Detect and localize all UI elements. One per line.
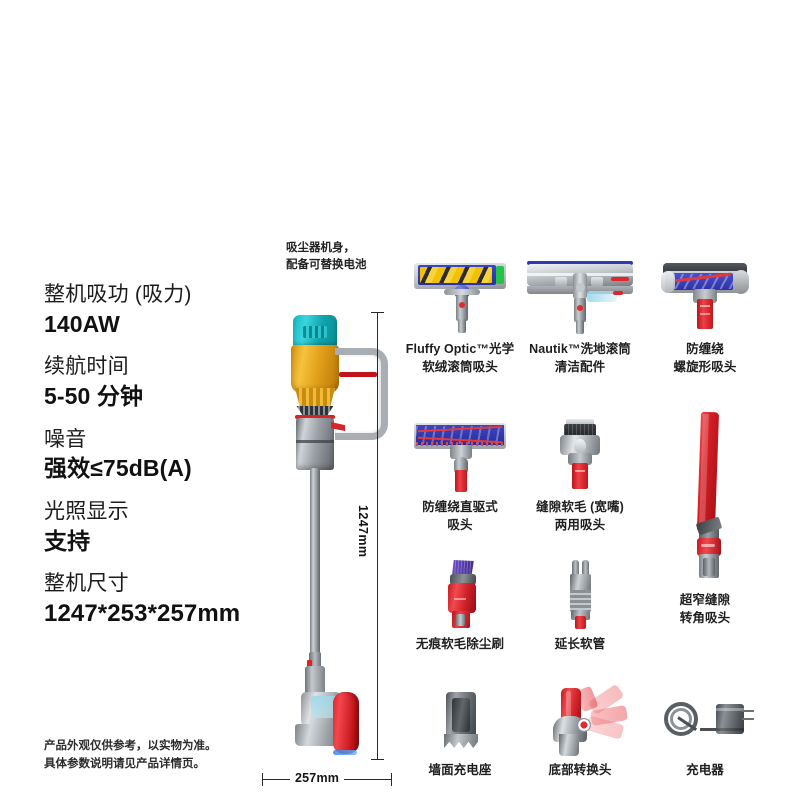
- vacuum-trigger: [331, 422, 345, 431]
- anti-tangle-spiral-icon: [655, 255, 755, 335]
- disclaimer-line-2: 具体参数说明请见产品详情页。: [44, 757, 205, 770]
- anti-tangle-direct-drive-icon: [410, 415, 510, 493]
- accessory-label-line-1: 充电器: [686, 763, 724, 777]
- vacuum-head-water-tank: [333, 692, 359, 754]
- bottom-adapter-icon: [525, 683, 635, 756]
- accessory-label-line-2: 螺旋形吸头: [673, 360, 737, 375]
- accessory-label-extension-hose: 延长软管: [520, 635, 640, 653]
- combination-tool-icon: [530, 415, 630, 493]
- height-dimension-label: 1247mm: [356, 505, 370, 558]
- height-dimension-tick-bottom: [371, 759, 384, 760]
- fluffy-optic-icon: [410, 255, 510, 335]
- accessory-label-line-1: 无痕软毛除尘刷: [415, 637, 505, 651]
- charger-icon: [650, 688, 760, 756]
- spec-row-noise: 噪音 强效≤75dB(A): [44, 427, 294, 483]
- machine-callout-line-1: 吸尘器机身，: [286, 242, 355, 254]
- extension-hose-icon: [530, 558, 630, 630]
- spec-label-suction: 整机吸功 (吸力): [44, 283, 192, 306]
- accessory-wall-dock: 墙面充电座: [400, 688, 520, 779]
- vacuum-wand-clip: [309, 652, 321, 668]
- vacuum-wand: [310, 468, 320, 668]
- spec-row-suction: 整机吸功 (吸力) 140AW: [44, 282, 294, 338]
- accessory-label-line-1: Nautik™洗地滚筒: [529, 342, 631, 356]
- vacuum-dust-bin: [291, 345, 339, 393]
- accessory-label-nautik: Nautik™洗地滚筒 清洁配件: [520, 340, 640, 376]
- accessory-label-line-2: 转角吸头: [679, 611, 731, 626]
- accessory-label-combination-tool: 缝隙软毛 (宽嘴) 两用吸头: [520, 498, 640, 534]
- vacuum-cyclone-array: [295, 388, 335, 410]
- spec-label-runtime: 续航时间: [44, 355, 129, 379]
- accessory-ultra-narrow-crevice: 超窄缝隙 转角吸头: [645, 408, 765, 627]
- spec-value-runtime: 5-50 分钟: [44, 382, 144, 409]
- accessory-charger: 充电器: [645, 688, 765, 779]
- spec-row-light: 光照显示 支持: [44, 499, 294, 555]
- accessory-label-line-1: 超窄缝隙: [679, 593, 731, 607]
- accessory-label-wall-dock: 墙面充电座: [400, 761, 520, 779]
- accessory-label-line-1: 防缠绕直驱式: [422, 500, 498, 514]
- vacuum-handle-grip-stripe: [339, 372, 377, 377]
- accessory-label-anti-tangle-spiral: 防缠绕 螺旋形吸头: [645, 340, 765, 376]
- machine-callout-line-2: 配备可替换电池: [286, 259, 367, 272]
- accessory-combination-tool: 缝隙软毛 (宽嘴) 两用吸头: [520, 415, 640, 534]
- vacuum-handle: [335, 348, 388, 440]
- accessory-label-bottom-adapter: 底部转换头: [520, 761, 640, 779]
- height-dimension-tick-top: [371, 312, 384, 313]
- accessory-nautik: Nautik™洗地滚筒 清洁配件: [520, 255, 640, 376]
- height-dimension-line: [377, 312, 378, 760]
- vacuum-wand-release-button: [307, 660, 312, 669]
- accessory-label-line-1: 防缠绕: [686, 342, 724, 356]
- accessory-extension-hose: 延长软管: [520, 558, 640, 653]
- accessory-label-soft-dusting-brush: 无痕软毛除尘刷: [400, 635, 520, 653]
- accessory-anti-tangle-spiral: 防缠绕 螺旋形吸头: [645, 255, 765, 376]
- spec-label-noise: 噪音: [44, 427, 87, 451]
- vacuum-head-clear-window: [311, 696, 339, 718]
- disclaimer-text: 产品外观仅供参考，以实物为准。 具体参数说明请见产品详情页。: [44, 738, 294, 774]
- vacuum-head-neck: [305, 666, 325, 696]
- accessory-anti-tangle-direct-drive: 防缠绕直驱式 吸头: [400, 415, 520, 534]
- accessory-label-line-2: 吸头: [447, 518, 473, 533]
- width-dimension-tick-right: [391, 773, 392, 786]
- spec-value-suction: 140AW: [44, 310, 120, 337]
- vacuum-motor-housing: [296, 418, 334, 470]
- vacuum-red-release-ring: [295, 415, 335, 419]
- accessory-label-line-2: 两用吸头: [554, 518, 606, 533]
- vacuum-motor-band: [296, 440, 334, 443]
- accessory-label-line-1: 墙面充电座: [428, 763, 492, 777]
- width-dimension-tick-left: [262, 773, 263, 786]
- vacuum-head-led-glow-icon: [333, 750, 357, 755]
- accessory-label-line-1: 底部转换头: [548, 763, 612, 777]
- accessory-label-ultra-narrow-crevice: 超窄缝隙 转角吸头: [645, 591, 765, 627]
- accessory-bottom-adapter: 底部转换头: [520, 683, 640, 779]
- accessory-label-fluffy-optic: Fluffy Optic™光学 软绒滚筒吸头: [400, 340, 520, 376]
- spec-value-dimensions: 1247*253*257mm: [44, 600, 241, 628]
- wall-dock-icon: [410, 688, 510, 756]
- width-dimension-label: 257mm: [290, 771, 345, 785]
- vacuum-main-body-illustration: [255, 300, 395, 760]
- accessory-label-line-2: 软绒滚筒吸头: [422, 360, 498, 375]
- ultra-narrow-crevice-icon: [655, 408, 755, 586]
- spec-label-dimensions: 整机尺寸: [44, 572, 129, 596]
- accessory-label-anti-tangle-direct-drive: 防缠绕直驱式 吸头: [400, 498, 520, 534]
- vacuum-cyclone-teeth: [296, 406, 334, 416]
- accessory-label-line-2: 清洁配件: [554, 360, 606, 375]
- accessory-label-charger: 充电器: [645, 761, 765, 779]
- vacuum-cap-grill-icon: [303, 326, 327, 338]
- nautik-icon: [525, 255, 635, 335]
- spec-value-noise: 强效≤75dB(A): [44, 455, 192, 482]
- accessory-fluffy-optic: Fluffy Optic™光学 软绒滚筒吸头: [400, 255, 520, 376]
- accessory-soft-dusting-brush: 无痕软毛除尘刷: [400, 558, 520, 653]
- spec-row-runtime: 续航时间 5-50 分钟: [44, 354, 294, 410]
- specifications-panel: 整机吸功 (吸力) 140AW 续航时间 5-50 分钟 噪音 强效≤75dB(…: [44, 282, 294, 645]
- disclaimer-line-1: 产品外观仅供参考，以实物为准。: [44, 740, 217, 752]
- accessory-label-line-1: 缝隙软毛 (宽嘴): [536, 500, 624, 514]
- spec-label-light: 光照显示: [44, 500, 129, 524]
- spec-row-dimensions: 整机尺寸 1247*253*257mm: [44, 571, 294, 629]
- accessory-label-line-1: 延长软管: [554, 637, 606, 651]
- soft-dusting-brush-icon: [410, 558, 510, 630]
- accessory-label-line-1: Fluffy Optic™光学: [405, 342, 515, 356]
- spec-value-light: 支持: [44, 527, 91, 554]
- machine-callout: 吸尘器机身， 配备可替换电池: [286, 240, 416, 275]
